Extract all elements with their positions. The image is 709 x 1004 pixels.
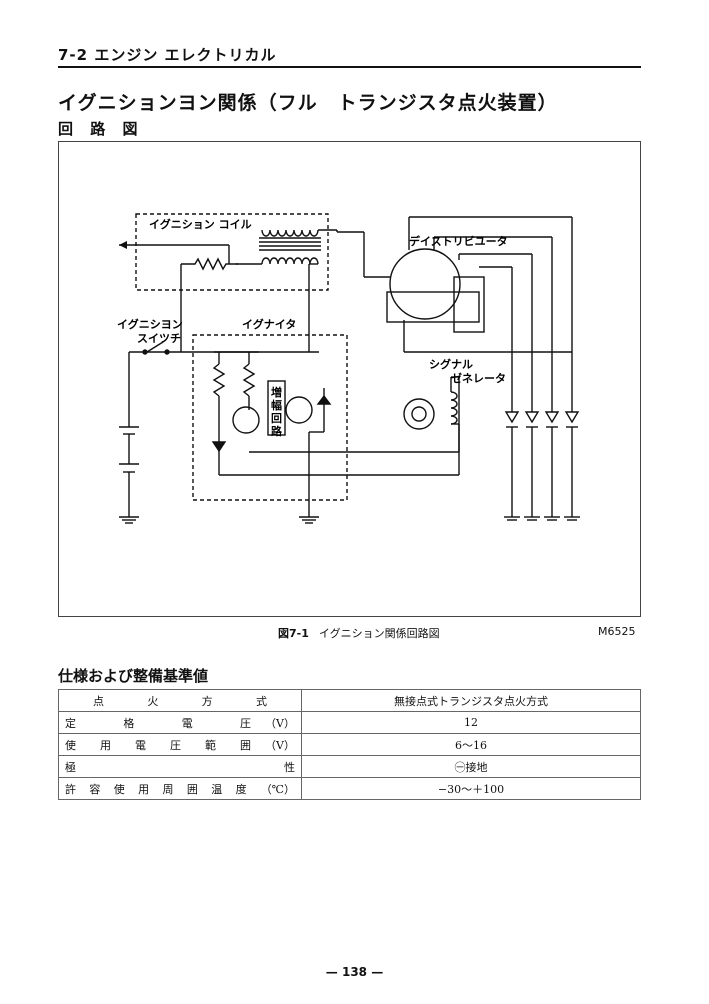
header-rule xyxy=(58,66,641,68)
figure-code: M6525 xyxy=(598,625,636,638)
signal-label-1: シグナル xyxy=(429,357,473,371)
figure-number: 図7-1 xyxy=(278,627,309,640)
spec-row: 点火方式 無接点式トランジスタ点火方式 xyxy=(58,689,641,712)
spec-heading: 仕様および整備基準値 xyxy=(58,667,209,685)
transistor-1 xyxy=(232,406,260,434)
spec-item-label: 点火方式 xyxy=(93,694,267,708)
amplifier-block xyxy=(267,380,286,436)
coil-label: イグニション コイル xyxy=(149,217,252,231)
spec-value: 無接点式トランジスタ点火方式 xyxy=(301,689,641,712)
spec-item-unit: （V） xyxy=(265,738,295,752)
ballast-resistor xyxy=(181,257,238,271)
switch-label-2: スイツチ xyxy=(137,332,181,345)
pickup-coil xyxy=(450,391,458,425)
spec-item-label: 極性 xyxy=(65,760,295,774)
spec-row: 極性㊀接地 xyxy=(58,755,641,778)
switch-label-1: イグニシヨン xyxy=(117,317,183,331)
igniter-housing xyxy=(192,334,348,501)
spec-item-cell: 許容使用周囲温度 （℃） xyxy=(58,777,302,800)
spec-value: 12 xyxy=(301,711,641,734)
page-number: — 138 — xyxy=(325,965,384,979)
distributor-cap xyxy=(389,248,461,320)
page-title: イグニションヨン関係（フル トランジスタ点火装置） xyxy=(58,92,558,114)
spec-value: 6～16 xyxy=(301,733,641,756)
spec-row: 使用電圧範囲 （V） 6～16 xyxy=(58,733,641,756)
amp-char-2: 幅 xyxy=(271,398,282,412)
spec-item-cell: 定格電圧 （V） xyxy=(58,711,302,734)
spec-value: −30～＋100 xyxy=(301,777,641,800)
circuit-diagram-heading: 回 路 図 xyxy=(58,120,144,138)
spec-value: ㊀接地 xyxy=(301,755,641,778)
primary-coil xyxy=(261,257,319,265)
spec-item-cell: 極性 xyxy=(58,755,302,778)
spec-item-cell: 点火方式 xyxy=(58,689,302,712)
igniter-resistor-1 xyxy=(212,363,226,397)
igniter-resistor-2 xyxy=(242,363,256,397)
spec-item-unit: （V） xyxy=(265,716,295,730)
spec-table: 点火方式 無接点式トランジスタ点火方式定格電圧 （V） 12 使用電圧範囲 （V） 6～16… xyxy=(58,689,641,800)
circuit-diagram: イグニション コイル デイストリビユータ イグニシヨン スイツチ イグナイタ 増… xyxy=(117,213,580,524)
amp-char-3: 回 xyxy=(271,411,282,425)
spec-item-cell: 使用電圧範囲 （V） xyxy=(58,733,302,756)
figure-caption: 図7-1 イグニション関係回路図 xyxy=(278,625,440,641)
signal-rotor xyxy=(403,398,435,430)
coil-housing xyxy=(135,213,329,291)
section-header: 7-2 エンジン エレクトリカル xyxy=(58,46,277,64)
signal-label-2: ゼネレータ xyxy=(451,371,506,385)
spec-item-label: 許容使用周囲温度 xyxy=(65,782,247,796)
igniter-label: イグナイタ xyxy=(242,317,296,331)
amp-char-4: 路 xyxy=(271,424,283,438)
distributor-label: デイストリビユータ xyxy=(409,234,508,248)
secondary-coil xyxy=(261,229,319,237)
figure-caption-text: イグニション関係回路図 xyxy=(318,627,440,640)
transistor-2 xyxy=(285,396,313,424)
spec-item-label: 定格電圧 xyxy=(65,716,252,730)
amp-char-1: 増 xyxy=(271,385,282,399)
spec-item-label: 使用電圧範囲 xyxy=(65,738,251,752)
spec-row: 定格電圧 （V） 12 xyxy=(58,711,641,734)
circuit-diagram-figure: イグニション コイル デイストリビユータ イグニシヨン スイツチ イグナイタ 増… xyxy=(58,141,641,617)
spec-row: 許容使用周囲温度 （℃） −30～＋100 xyxy=(58,777,641,800)
spec-item-unit: （℃） xyxy=(260,782,295,796)
